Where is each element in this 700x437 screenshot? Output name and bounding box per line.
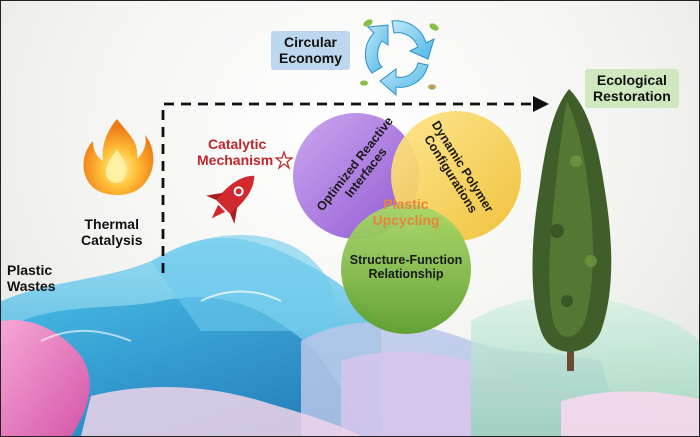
plastic-wastes-line1: Plastic [7,262,53,278]
ecological-restoration-line2: Restoration [593,87,671,104]
ecological-restoration-line1: Ecological [596,72,667,88]
plastic-waves [1,234,699,436]
circular-economy-line2: Economy [279,49,343,66]
recycle-icon [360,19,439,97]
catalytic-mechanism-line1: Catalytic [207,136,267,152]
venn-circle-structure [341,204,471,334]
venn-diagram [293,111,521,334]
circular-economy-box: Circular Economy [271,31,351,71]
tree-icon [532,89,612,371]
venn-label-structure-line2: Relationship [368,266,444,281]
venn-center-line1: Plastic [383,196,429,212]
fire-icon [83,119,154,195]
thermal-catalysis-line2: Catalysis [81,231,143,248]
circular-economy-line1: Circular [284,34,337,50]
plastic-wastes-label: Plastic Wastes [7,262,56,294]
plastic-wastes-line2: Wastes [7,277,56,294]
thermal-catalysis-label: Thermal Catalysis [81,216,143,248]
ecological-restoration-box: Ecological Restoration [585,69,679,109]
venn-center-label: Plastic Upcycling [363,196,449,228]
venn-label-structure-line1: Structure-Function [349,253,463,267]
star-icon [274,150,294,170]
venn-center-line2: Upcycling [372,211,440,228]
process-arrow [161,96,549,273]
catalytic-mechanism-line2: Mechanism [197,151,274,168]
venn-label-structure: Structure-Function Relationship [341,253,471,282]
catalytic-mechanism-label: Catalytic Mechanism [197,136,273,168]
rocket-icon [206,175,255,224]
thermal-catalysis-line1: Thermal [84,216,139,232]
